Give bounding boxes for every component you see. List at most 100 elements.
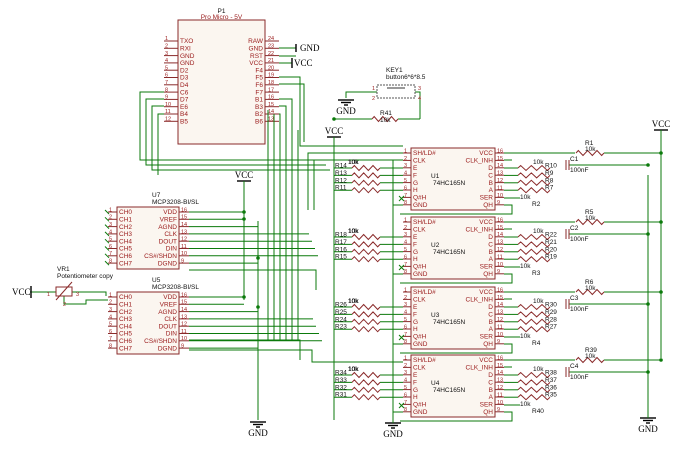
- p1-left-pin-num: 4: [165, 58, 168, 64]
- junction-dot: [646, 232, 650, 236]
- cap-value: 100nF: [570, 374, 588, 381]
- right-resistor: [517, 303, 551, 311]
- p1-gnd-label: GND: [300, 43, 320, 53]
- shift-name: 74HC165N: [433, 319, 465, 326]
- left-resistor-ref: R11: [335, 185, 347, 192]
- qh-chain-wire: [400, 411, 513, 422]
- left-resistor-ref: R34: [335, 370, 347, 377]
- left-resistor-ref: R23: [335, 324, 347, 331]
- shift-right-pin-name: CLK_INH: [466, 158, 494, 165]
- left-resistor: [351, 255, 381, 263]
- gnd-label: GND: [383, 429, 403, 439]
- adc-left-pin-num: 5: [109, 237, 112, 243]
- vr1-name: Potentiometer copy: [57, 273, 114, 280]
- shift-right-pin-name: A: [489, 256, 494, 263]
- shift-right-pin-num: 9: [497, 200, 500, 206]
- junction-dot: [242, 210, 246, 214]
- left-resistor: [351, 241, 381, 248]
- shift-right-pin-num: 16: [497, 355, 503, 361]
- adc-right-pin-name: VDD: [163, 294, 177, 301]
- p1-ref: P1: [218, 8, 226, 15]
- adc-left-pin-name: CH4: [119, 238, 132, 245]
- adc-left-pin-name: CH0: [119, 209, 132, 216]
- shift-right-pin-name: QH: [483, 271, 493, 278]
- p1-left-pin-num: 3: [165, 51, 168, 57]
- adc-right-pin-num: 13: [181, 314, 187, 320]
- left-resistor: [351, 371, 381, 379]
- right-resistor-ref: R10: [545, 163, 557, 170]
- key-pin3: 3: [418, 86, 421, 92]
- p1-left-pin-name: D3: [180, 75, 189, 82]
- shift-left-pin-num: 2: [404, 295, 407, 301]
- shift-left-pin-num: 3: [404, 370, 407, 376]
- right-resistor: [517, 386, 551, 393]
- adc-left-pin-num: 1: [109, 292, 112, 298]
- left-resistor-value: 10k: [348, 366, 359, 373]
- p1-data-wire-2: [279, 83, 305, 142]
- right-resistor-value: 10k: [533, 366, 544, 373]
- p1-left-pin-num: 12: [165, 117, 171, 123]
- left-resistor: [351, 233, 381, 241]
- left-resistor-ref: R26: [335, 302, 347, 309]
- shift-left-pin-name: CLK: [413, 227, 426, 234]
- gnd-label: GND: [638, 424, 658, 434]
- shift-ref: U1: [431, 173, 440, 180]
- shift-right-pin-num: 13: [497, 378, 503, 384]
- network-value: 10k: [520, 263, 531, 270]
- shift-right-pin-num: 15: [497, 295, 503, 301]
- shift-left-pin-num: 7: [404, 193, 407, 199]
- shift-left-pin-num: 3: [404, 163, 407, 169]
- key-right-wire: [415, 91, 421, 119]
- network-value: 10k: [520, 401, 531, 408]
- shift-left-pin-num: 8: [404, 269, 407, 275]
- shift-right-pin-num: 13: [497, 171, 503, 177]
- shift-right-pin-name: VCC: [479, 219, 493, 226]
- p1-right-pin-num: 21: [268, 58, 274, 64]
- shift-left-pin-name: SH/LD#: [413, 219, 436, 226]
- p1-left-pin-num: 6: [165, 73, 168, 79]
- left-resistor: [351, 248, 381, 256]
- p1-left-pin-name: D7: [180, 97, 189, 104]
- shift-right-pin-name: D: [488, 304, 493, 311]
- p1-left-wire-3: [151, 105, 330, 171]
- shift-left-pin-num: 5: [404, 385, 407, 391]
- adc-right-pin-num: 9: [181, 344, 184, 350]
- adc-left-pin-name: CH2: [119, 224, 132, 231]
- right-resistor: [517, 394, 551, 401]
- left-resistor-ref: R12: [335, 177, 347, 184]
- cap-value: 100nF: [570, 306, 588, 313]
- pullup-value: 10k: [585, 215, 596, 222]
- right-resistor: [517, 311, 551, 318]
- shift-left-pin-num: 8: [404, 200, 407, 206]
- shift-right-pin-name: QH: [483, 202, 493, 209]
- shift-right-pin-name: VCC: [479, 150, 493, 157]
- potentiometer-body: [55, 286, 73, 297]
- adc-left-pin-name: CH1: [119, 217, 132, 224]
- shift-right-pin-name: CLK_INH: [466, 365, 494, 372]
- shift-left-pin-num: 8: [404, 339, 407, 345]
- left-resistor-value: 10k: [348, 228, 359, 235]
- shift-left-pin-name: CLK: [413, 158, 426, 165]
- key-pin1: 1: [372, 86, 375, 92]
- right-resistor-ref: R9: [545, 170, 554, 177]
- right-resistor-ref: R22: [545, 232, 557, 239]
- shift-right-pin-num: 9: [497, 407, 500, 413]
- p1-left-pin-name: B4: [180, 111, 188, 118]
- shift-ref: U3: [431, 312, 440, 319]
- right-resistor: [517, 179, 551, 186]
- shift-left-pin-name: H: [413, 187, 418, 194]
- cap-value: 100nF: [570, 236, 588, 243]
- shift-left-pin-name: F: [413, 241, 417, 248]
- adc-right-pin-num: 13: [181, 229, 187, 235]
- shift-left-pin-name: GND: [413, 409, 428, 416]
- vcc-label: VCC: [652, 119, 671, 129]
- pullup-value: 10k: [585, 146, 596, 153]
- adc-right-pin-name: DOUT: [159, 238, 177, 245]
- shift-left-pin-name: GND: [413, 341, 428, 348]
- shift-left-pin-num: 4: [404, 378, 407, 384]
- junction-dot: [659, 151, 663, 155]
- shift-right-pin-name: C: [488, 241, 493, 248]
- junction-dot: [242, 217, 246, 221]
- left-resistor-value: 10k: [348, 366, 359, 373]
- adc-name: MCP3208-BI/SL: [152, 199, 199, 206]
